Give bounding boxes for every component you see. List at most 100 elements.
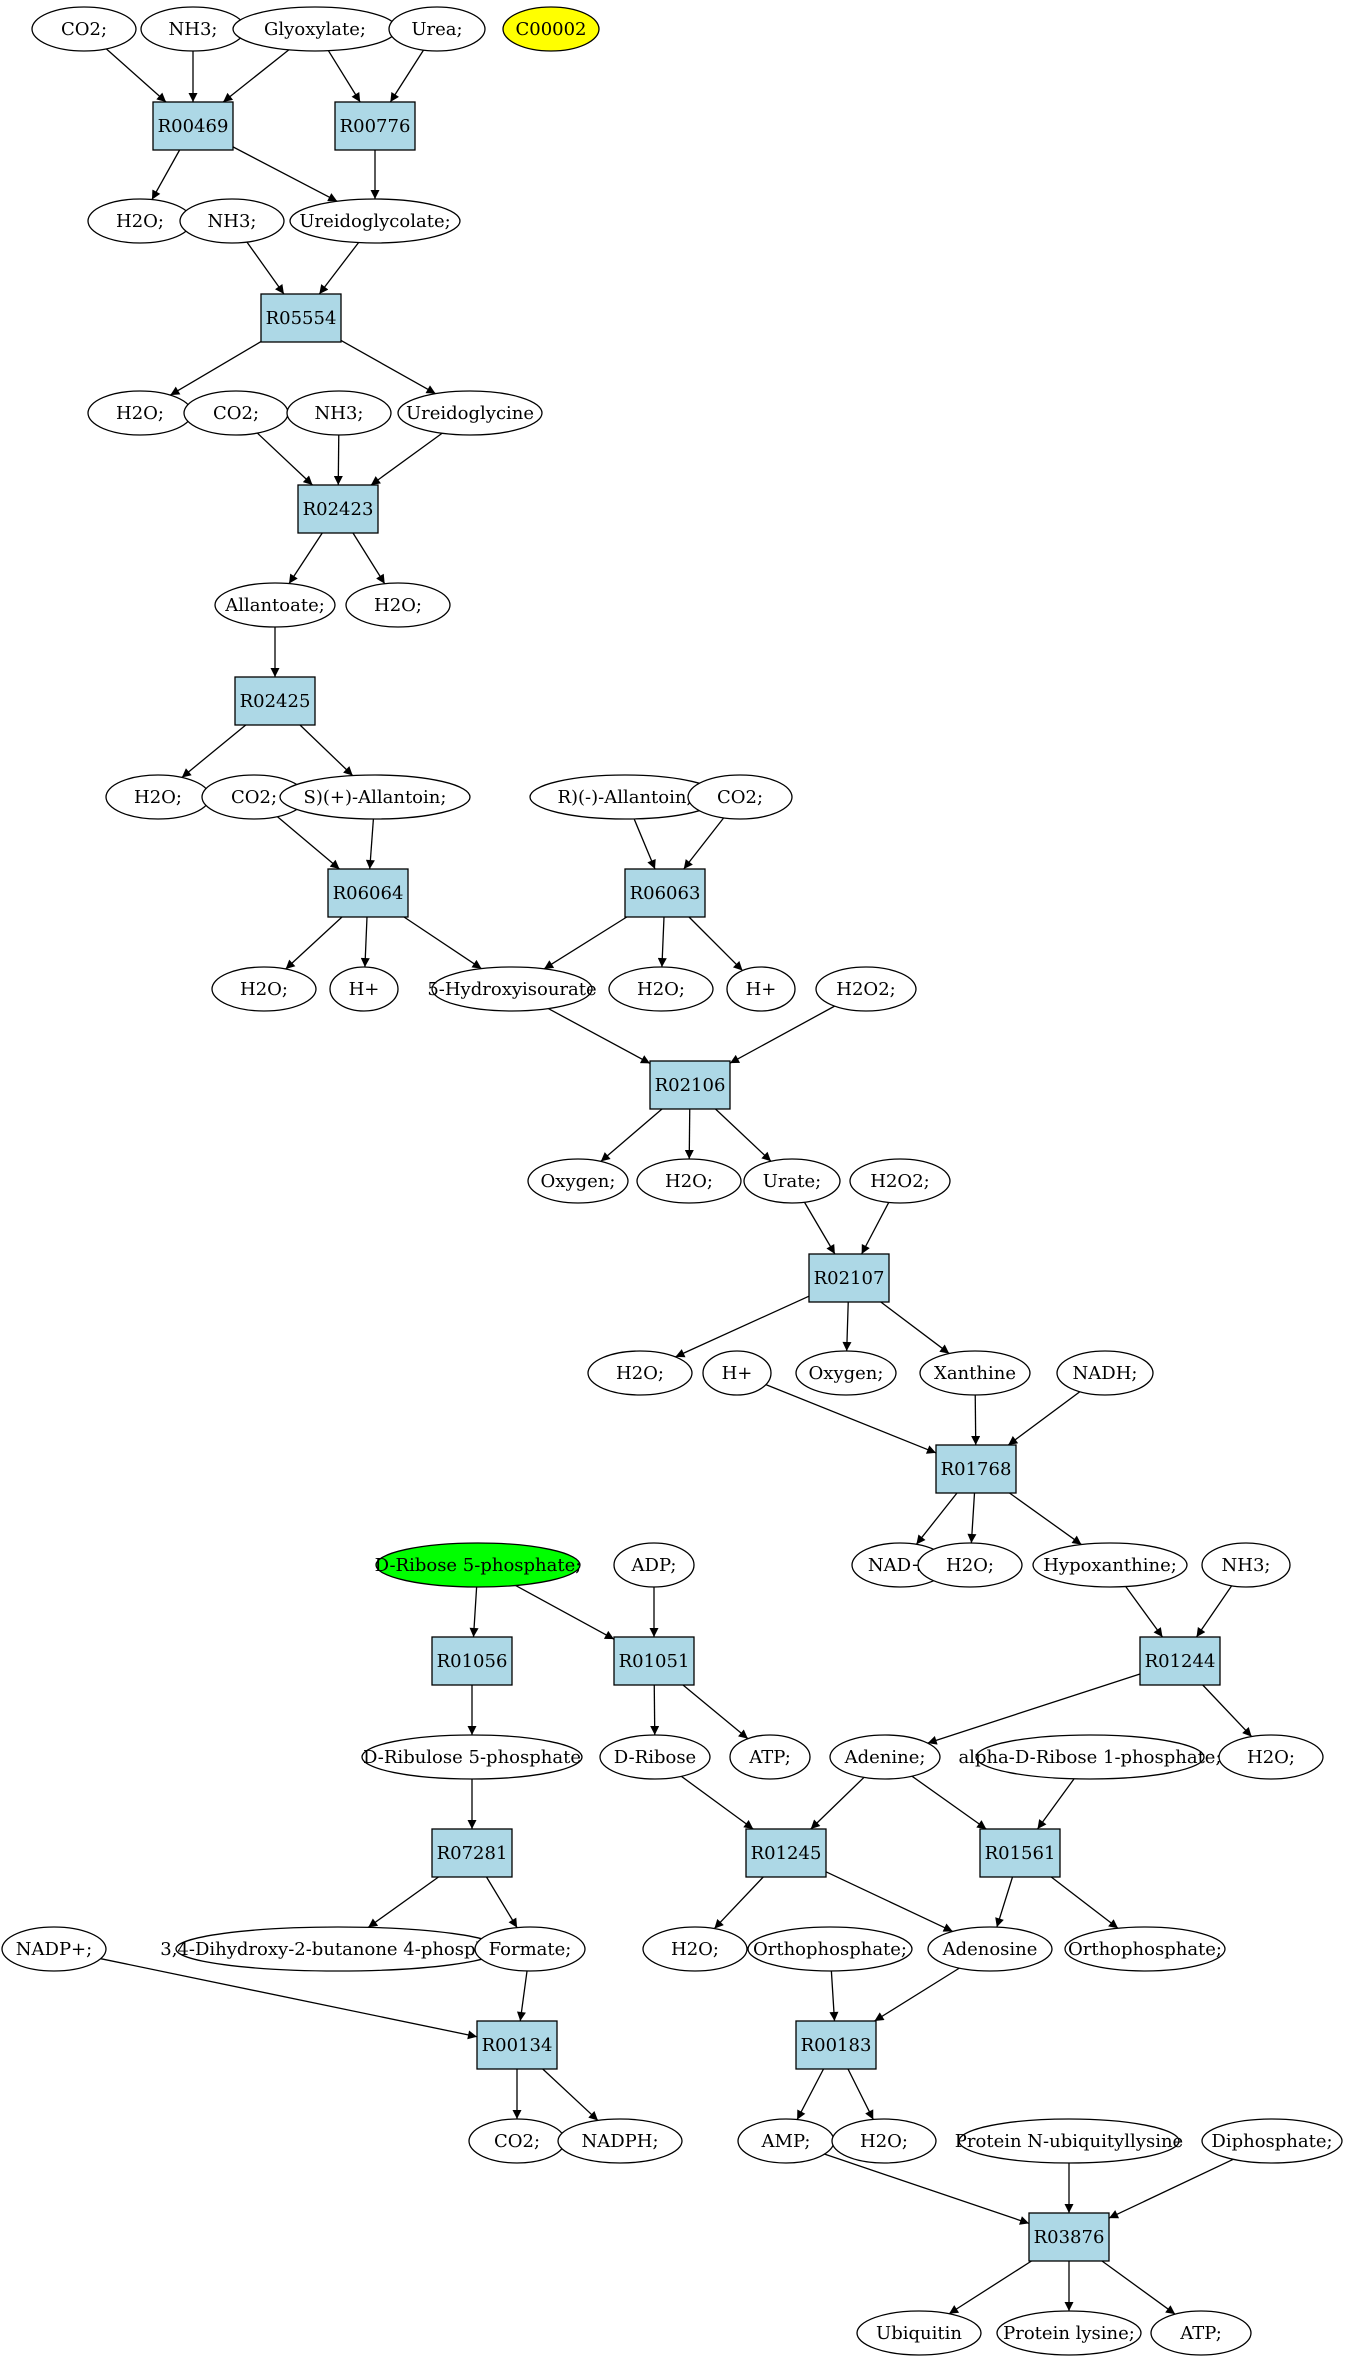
edge-line <box>515 1584 615 1640</box>
edge-r15-c50 <box>713 1876 764 1930</box>
compound-label: Protein lysine; <box>1003 2323 1135 2344</box>
edge-r9-c32 <box>842 1301 852 1352</box>
compound-label: D-Ribulose 5-phosphate <box>363 1747 581 1768</box>
edge-line <box>389 49 425 103</box>
compound-node: ATP; <box>729 1734 811 1780</box>
compound-label: H2O; <box>616 1363 664 1384</box>
compound-ellipse <box>702 1350 772 1396</box>
compound-node: Ureidoglycolate; <box>289 198 461 244</box>
edge-c40-r13 <box>1195 1585 1233 1638</box>
compound-ellipse <box>361 1734 583 1780</box>
compound-label: H2O2; <box>870 1171 929 1192</box>
compound-node: H2O; <box>211 966 317 1012</box>
reaction-label: R02425 <box>240 691 311 712</box>
edge-r13-c44 <box>927 1673 1141 1745</box>
edge-line <box>327 50 361 103</box>
reaction-box <box>334 101 416 151</box>
edge-r19-c62 <box>1101 2260 1176 2315</box>
edge-c3-r1 <box>222 49 290 103</box>
edge-c42-r15 <box>680 1775 754 1830</box>
compound-node: H2O; <box>831 2118 937 2164</box>
compound-ellipse <box>919 1350 1031 1396</box>
edge-c12-r4 <box>370 432 443 486</box>
reaction-label: R06064 <box>333 883 404 904</box>
reaction-label: R01768 <box>941 1459 1012 1480</box>
edge-r6-c20 <box>285 916 343 970</box>
edge-r3-c9 <box>169 341 262 396</box>
reaction-box <box>431 1828 513 1878</box>
compound-node: 5-Hydroxyisourate <box>427 966 597 1012</box>
compound-label: Oxygen; <box>809 1363 884 1384</box>
reaction-node: R01561 <box>979 1828 1061 1878</box>
compound-label: Formate; <box>489 1939 572 1960</box>
reaction-label: R01561 <box>985 1843 1056 1864</box>
compound-label: NH3; <box>169 19 218 40</box>
compound-label: ATP; <box>1179 2323 1222 2344</box>
edge-line <box>829 1970 839 2022</box>
compound-node: Orthophosphate; <box>1064 1926 1226 1972</box>
compound-label: Glyoxylate; <box>264 19 366 40</box>
compound-ellipse <box>388 6 486 52</box>
compound-label: Urea; <box>411 19 462 40</box>
compound-label: Urate; <box>763 1171 821 1192</box>
edge-r5-c17 <box>299 724 354 777</box>
edge-line <box>246 241 285 295</box>
compound-label: CO2; <box>61 19 107 40</box>
edge-line <box>299 724 354 777</box>
edge-r8-c27 <box>684 1108 694 1160</box>
edge-line <box>842 1301 852 1352</box>
edge-c44-r15 <box>810 1776 865 1830</box>
edge-line <box>352 532 386 585</box>
compound-node: Protein lysine; <box>996 2310 1142 2356</box>
edge-line <box>967 1492 977 1544</box>
compound-node: Protein N-ubiquityllysine <box>955 2118 1183 2164</box>
compound-node: S)(+)-Allantoin; <box>279 774 471 820</box>
compound-node: NH3; <box>179 198 285 244</box>
compound-label: Protein N-ubiquityllysine <box>955 2131 1183 2152</box>
compound-ellipse <box>1032 1542 1188 1588</box>
edge-line <box>803 1201 836 1255</box>
edge-c3-r2 <box>327 50 361 103</box>
compound-node: Adenosine <box>927 1926 1053 1972</box>
edge-r10-c39 <box>1009 1492 1082 1546</box>
edge-r17-c55 <box>542 2068 599 2121</box>
edge-line <box>713 1876 764 1930</box>
compound-node: H2O; <box>87 198 193 244</box>
compound-node: NH3; <box>286 390 392 436</box>
edge-r18-c57 <box>847 2068 874 2120</box>
edge-line <box>105 48 167 103</box>
edge-r9-c33 <box>880 1301 950 1355</box>
compound-node: ADP; <box>613 1542 695 1588</box>
edge-c8-r3 <box>318 242 360 295</box>
edge-r12-c42 <box>650 1684 660 1736</box>
compound-ellipse <box>557 2118 683 2164</box>
compound-node: H2O; <box>345 582 451 628</box>
edge-r1-c6 <box>151 149 181 200</box>
compound-ellipse <box>687 774 793 820</box>
edge-c35-r12 <box>515 1584 615 1640</box>
reaction-box <box>327 868 409 918</box>
edge-line <box>288 532 323 584</box>
edge-r8-c26 <box>600 1108 663 1162</box>
edge-line <box>542 2068 599 2121</box>
compound-ellipse <box>917 1542 1023 1588</box>
compound-label: Ubiquitin <box>876 2323 962 2344</box>
compound-label: H+ <box>722 1363 753 1384</box>
compound-node: NH3; <box>1201 1542 1291 1588</box>
edge-line <box>729 1005 835 1064</box>
compound-ellipse <box>587 1350 693 1396</box>
edge-c45-r16 <box>1036 1778 1075 1830</box>
compound-ellipse <box>1201 2118 1343 2164</box>
compound-label: NH3; <box>315 403 364 424</box>
edge-c25-r8 <box>729 1005 835 1064</box>
compound-node: CO2; <box>468 2118 566 2164</box>
compound-label: 5-Hydroxyisourate <box>427 979 596 1000</box>
edge-line <box>1202 1684 1253 1738</box>
compound-node: H2O; <box>105 774 211 820</box>
reaction-box <box>649 1060 731 1110</box>
compound-label: CO2; <box>717 787 763 808</box>
edge-c59-r19 <box>1108 2158 1234 2219</box>
edge-line <box>683 817 725 870</box>
compound-node: Urea; <box>388 6 486 52</box>
